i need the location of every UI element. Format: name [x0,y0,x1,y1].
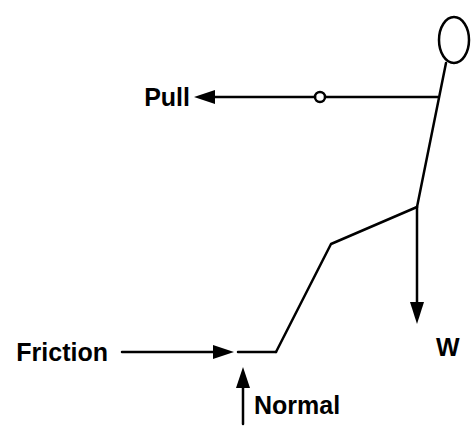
friction-arrow-shaft [122,351,217,354]
weight-arrowhead [410,302,424,324]
foot-line [238,351,276,354]
friction-arrowhead [213,345,234,359]
normal-arrowhead [236,367,250,388]
weight-arrow-shaft [416,207,419,306]
body-line [417,63,446,207]
force-label: Pull [144,85,190,110]
leg-line [276,207,417,352]
force-label: Normal [254,393,340,418]
force-label: W [436,335,460,360]
normal-arrow-shaft [242,384,245,424]
arm-line [326,96,438,99]
pull-arrowhead [194,90,215,104]
pull-arrow-shaft [210,96,315,99]
force-label: Friction [16,340,108,365]
head [439,17,469,63]
hand-circle [315,92,325,102]
